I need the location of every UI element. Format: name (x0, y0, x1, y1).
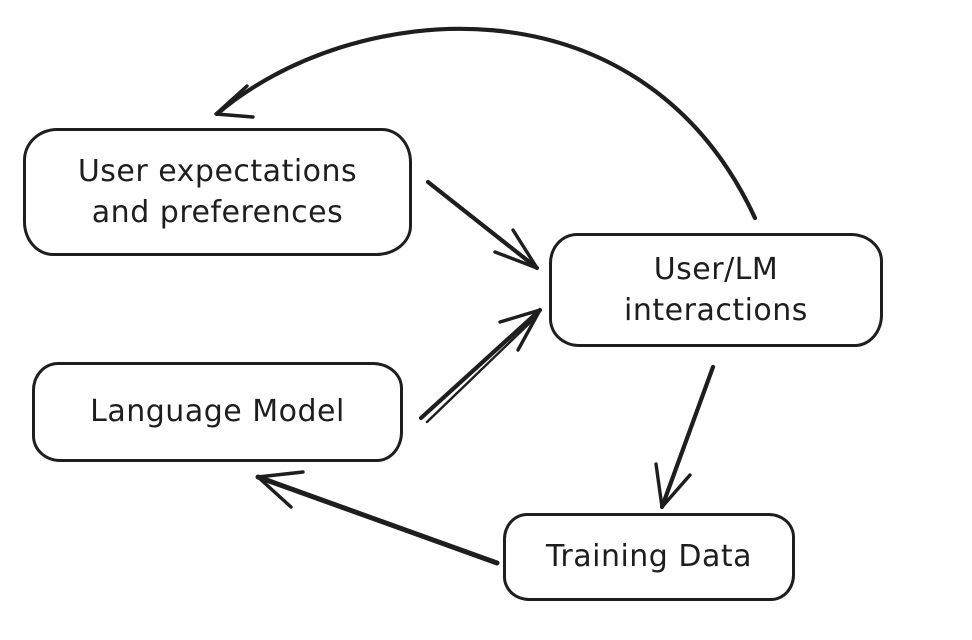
node-user-expectations: User expectations and preferences (23, 128, 412, 256)
node-training-data: Training Data (503, 513, 795, 601)
arrow-interactions-to-expectations (214, 26, 758, 221)
node-language-model-label: Language Model (90, 394, 345, 430)
arrow-language-model-to-interactions (418, 307, 543, 424)
arrow-training-data-to-language-model (255, 470, 500, 566)
node-user-lm-interactions: User/LM interactions (549, 233, 883, 347)
arrow-interactions-to-training-data (654, 364, 716, 510)
node-user-expectations-label: User expectations and preferences (77, 153, 358, 230)
node-user-lm-interactions-label: User/LM interactions (624, 251, 808, 328)
node-training-data-label: Training Data (545, 539, 753, 575)
node-language-model: Language Model (32, 362, 403, 462)
arrow-expectations-to-interactions (425, 179, 540, 271)
